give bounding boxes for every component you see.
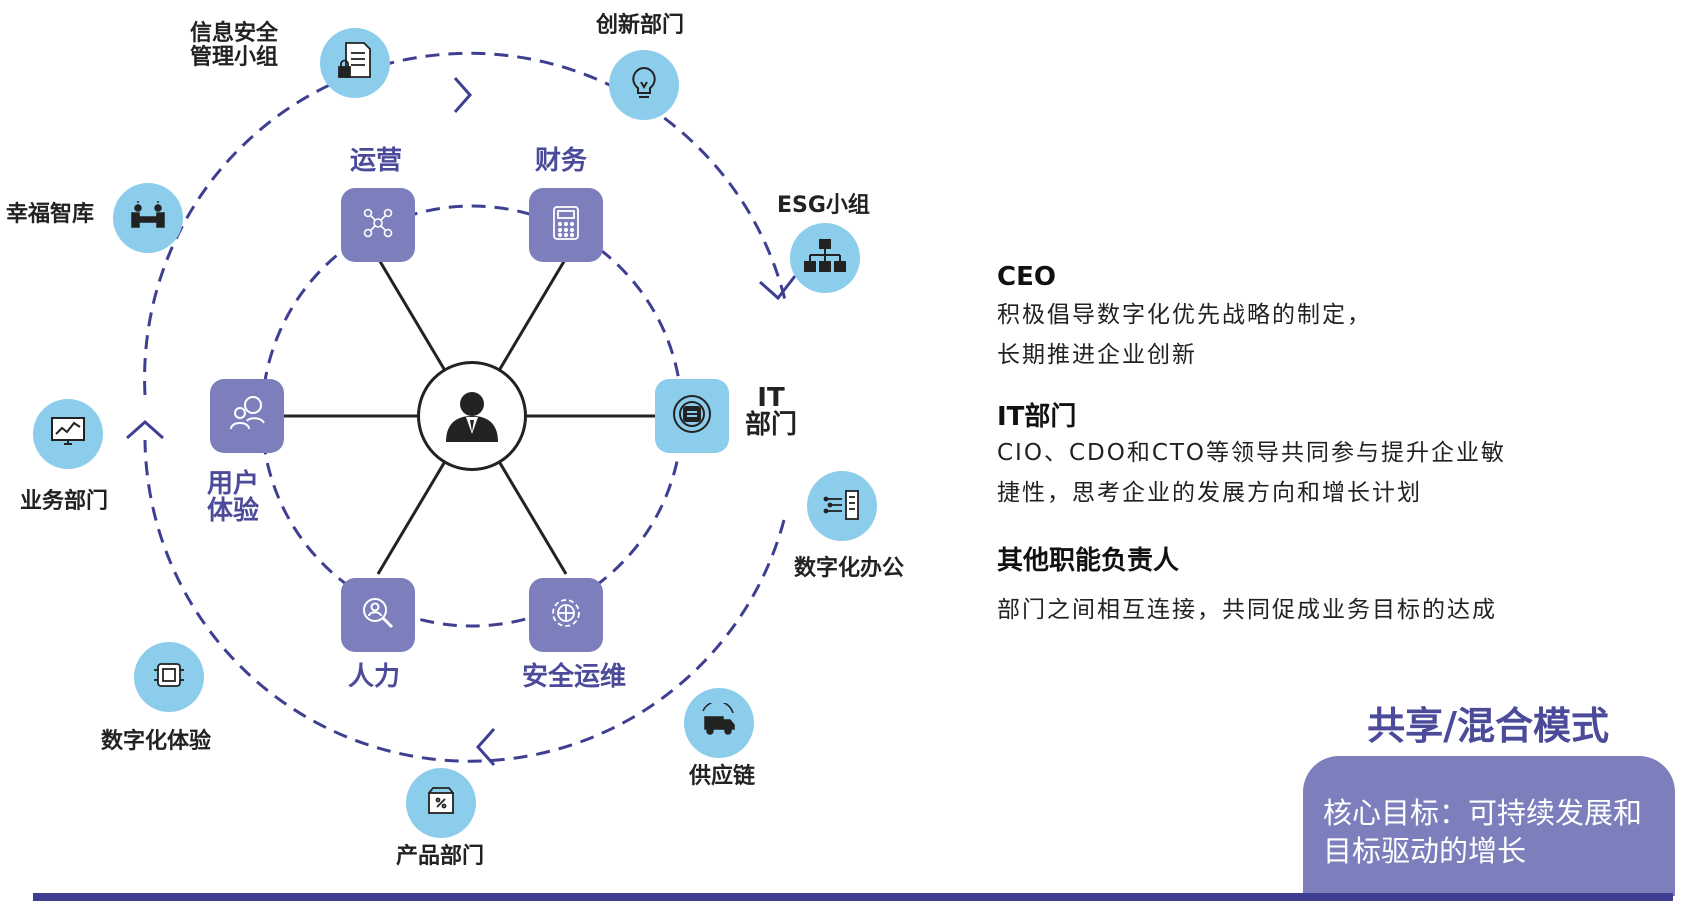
sat-infosec-label-line1: 信息安全 [190,21,279,46]
role-ceo-body: 积极倡导数字化优先战略的制定， 长期推进企业创新 [997,295,1372,375]
gear-globe-icon [547,594,585,636]
arrowhead-top [453,77,473,113]
sat-business-label: 业务部门 [20,489,109,514]
goal-line1: 核心目标：可持续发展和 [1323,796,1643,830]
role-it-body: CIO、CDO和CTO等领导共同参与提升企业敏 捷性，思考企业的发展方向和增长计… [997,433,1506,513]
dept-renli-node [341,578,415,652]
truck-icon [699,700,739,743]
network-people-icon [360,205,396,245]
dept-anquan-node [529,578,603,652]
role-ceo-line2: 长期推进企业创新 [997,342,1197,368]
role-ceo-line1: 积极倡导数字化优先战略的制定， [997,302,1372,328]
role-others-body: 部门之间相互连接，共同促成业务目标的达成 [997,590,1497,630]
digital-building-icon [822,485,862,527]
arrowhead-right [759,275,797,301]
sat-digital-exp-label: 数字化体验 [101,729,212,754]
sat-business-node [33,399,103,469]
role-it-line2: 捷性，思考企业的发展方向和增长计划 [997,480,1422,506]
digital-device-icon [152,658,186,696]
mode-title: 共享/混合模式 [1367,704,1609,748]
sat-digital-office-label: 数字化办公 [794,556,905,581]
role-it-title: IT部门 [997,402,1077,432]
dept-yonghu-node [210,379,284,453]
sat-infosec-label: 信息安全 管理小组 [190,21,279,71]
org-chart-icon [803,238,847,278]
bottom-rule [33,893,1673,901]
sat-esg-label: ESG小组 [777,193,870,218]
dept-yunying-label: 运营 [350,146,403,176]
dept-anquan-label: 安全运维 [522,662,627,692]
role-ceo-title: CEO [997,262,1056,292]
center-hub [417,361,527,471]
sat-product-node [406,768,476,838]
dept-it-label-line1: IT [757,383,785,413]
dept-it-node [655,379,729,453]
sat-infosec-label-line2: 管理小组 [190,45,279,71]
arrowhead-left [126,419,164,440]
dept-yonghu-label: 用户 体验 [207,469,260,527]
sat-esg-node [790,223,860,293]
dept-yonghu-label-line2: 体验 [207,496,260,527]
role-others-line1: 部门之间相互连接，共同促成业务目标的达成 [997,597,1497,623]
sat-supply-label: 供应链 [689,764,756,789]
outer-arc-top [143,51,787,396]
monitor-chart-icon [50,416,86,452]
dept-it-label: IT 部门 [745,383,798,441]
arrowhead-bottom [475,728,496,766]
sat-product-label: 产品部门 [396,844,485,869]
sat-innovation-label: 创新部门 [596,13,685,38]
dept-yunying-node [341,188,415,262]
goal-line2: 目标驱动的增长 [1323,834,1527,868]
secure-document-icon [336,41,374,85]
search-person-icon [359,594,397,636]
lightbulb-icon [629,65,659,105]
sat-thinktank-label: 幸福智库 [6,202,95,227]
business-person-icon [440,384,504,448]
dept-it-label-line2: 部门 [745,410,798,441]
users-icon [227,395,267,437]
sat-digital-exp-node [134,642,204,712]
dept-caiwu-node [529,188,603,262]
role-others-title: 其他职能负责人 [997,546,1180,576]
dept-yonghu-label-line1: 用户 [207,469,260,499]
product-box-icon [425,785,457,821]
globe-network-icon [670,392,714,440]
role-it-line1: CIO、CDO和CTO等领导共同参与提升企业敏 [997,440,1507,466]
dept-caiwu-label: 财务 [535,146,588,176]
sat-innovation-node [609,50,679,120]
calculator-icon [551,205,581,245]
sat-supply-node [684,688,754,758]
sat-infosec-node [320,28,390,98]
sat-digital-office-node [807,471,877,541]
outer-arc-bottom [143,439,786,763]
sat-thinktank-node [113,183,183,253]
goal-box: 核心目标：可持续发展和 目标驱动的增长 [1303,756,1675,896]
dept-renli-label: 人力 [348,662,401,692]
meeting-icon [128,199,168,237]
